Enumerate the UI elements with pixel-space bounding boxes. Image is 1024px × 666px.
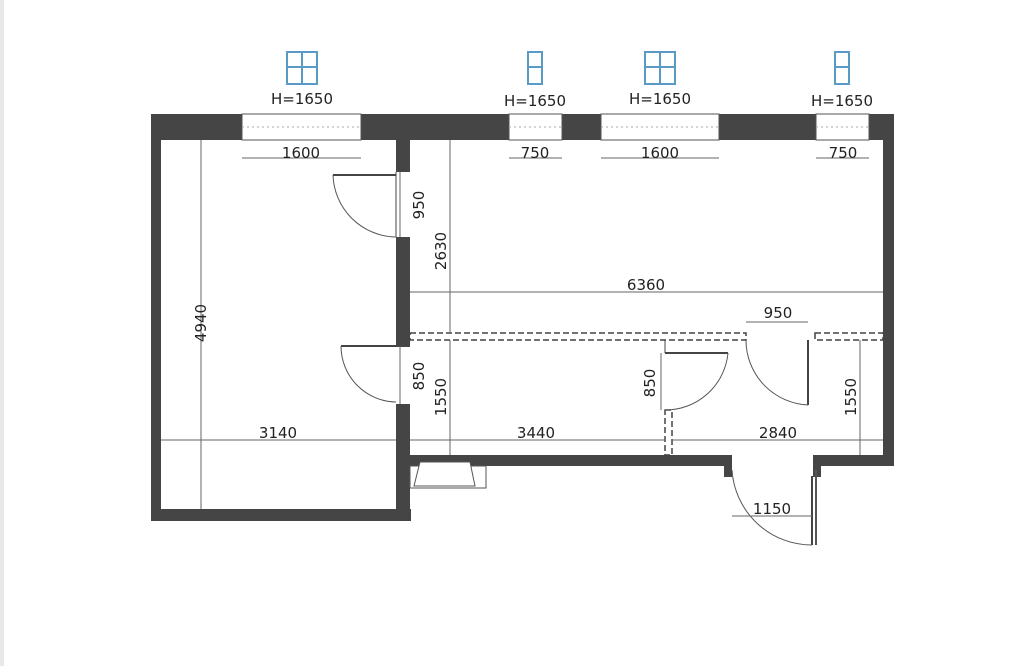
window-openings: [241, 113, 870, 141]
door-top-left: [332, 172, 397, 238]
wall-left: [151, 114, 161, 521]
dimension-lines: [161, 140, 883, 517]
window-height-label-2: H=1650: [504, 92, 566, 110]
window-icon-4: [834, 51, 850, 85]
wall-inner-3: [396, 404, 410, 521]
door-mid-left: [340, 345, 397, 403]
dim-window-width-1: 1600: [282, 144, 320, 162]
window-icon-2: [527, 51, 543, 85]
dim-left-room-width: 3140: [259, 424, 297, 442]
dim-door-right-room: 950: [764, 304, 793, 322]
page-edge: [0, 0, 4, 666]
wall-top-1: [151, 114, 242, 140]
dim-corridor-width-right: 2840: [759, 424, 797, 442]
window-height-label-4: H=1650: [811, 92, 873, 110]
window-height-label-1: H=1650: [271, 90, 333, 108]
wall-bottom-mid-2: [669, 455, 731, 466]
partition-vertical: [664, 409, 673, 456]
door-corridor: [664, 340, 729, 411]
wall-top-3: [562, 114, 601, 140]
wall-inner-1: [396, 114, 410, 172]
wall-bottom-mid: [410, 455, 676, 466]
dim-window-width-2: 750: [521, 144, 550, 162]
dim-door-mid-left: 850: [410, 362, 428, 391]
wall-bottom-right: [815, 455, 894, 466]
dim-corridor-depth-left: 1550: [432, 378, 450, 416]
window-icon-3: [644, 51, 676, 85]
partition-wall: [409, 332, 884, 341]
wall-right: [883, 114, 894, 466]
wall-bottom-left: [151, 509, 411, 521]
wall-top-4: [719, 114, 816, 140]
dim-left-room-height: 4940: [192, 304, 210, 342]
dim-corridor-width-left: 3440: [517, 424, 555, 442]
dim-door-corridor: 850: [641, 369, 659, 398]
window-icon-1: [286, 51, 318, 85]
dim-main-room-width: 6360: [627, 276, 665, 294]
wall-inner-2: [396, 237, 410, 347]
dim-main-room-depth: 2630: [432, 232, 450, 270]
door-entrance: [731, 469, 813, 546]
dim-window-width-4: 750: [829, 144, 858, 162]
dim-corridor-depth-right: 1550: [842, 378, 860, 416]
dim-entrance-door: 1150: [753, 500, 791, 518]
dim-window-width-3: 1600: [641, 144, 679, 162]
niche-inner: [413, 461, 476, 487]
wall-entrance-left: [724, 455, 732, 477]
dim-door-top-left: 950: [410, 191, 428, 220]
wall-top-2: [361, 114, 509, 140]
door-right-room: [745, 339, 809, 406]
window-height-label-3: H=1650: [629, 90, 691, 108]
wall-entrance-right: [813, 455, 821, 477]
